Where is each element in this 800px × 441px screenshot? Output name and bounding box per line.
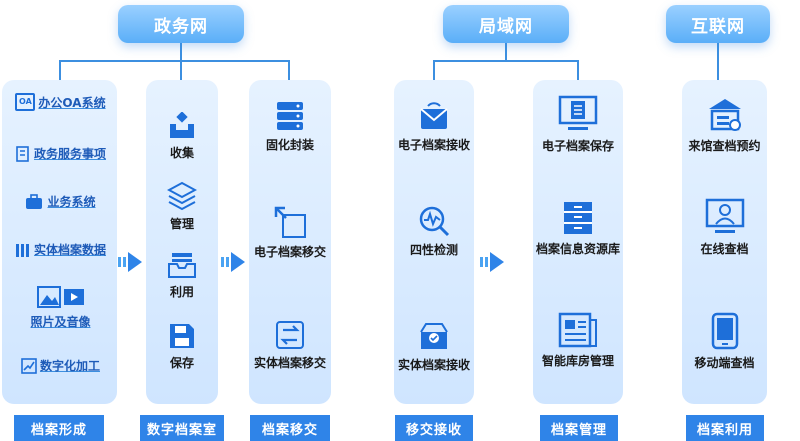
digital-room-label-manage: 管理 (169, 217, 194, 231)
arrow-digital-to-transfer (221, 252, 245, 272)
save-icon (170, 324, 194, 348)
digital-room-label-save: 保存 (169, 356, 194, 370)
transfer-item-electronic: 电子档案移交 (249, 205, 331, 260)
management-item-save: 电子档案保存 (533, 95, 623, 154)
formation-item-physical: 实体档案数据 (8, 241, 113, 258)
receive-label-electronic: 电子档案接收 (397, 138, 470, 152)
digital-room-item-manage: 管理 (146, 181, 218, 232)
digital-room-label-use: 利用 (169, 285, 194, 299)
formation-item-photo: 照片及音像 (8, 285, 113, 330)
zone-header-gov: 政务网 (118, 5, 244, 43)
digital-room-item-save: 保存 (146, 322, 218, 371)
zone-header-local: 局域网 (443, 5, 569, 43)
card-management (533, 80, 623, 404)
connector-gov-mid (180, 60, 182, 82)
formation-label-physical: 实体档案数据 (33, 243, 106, 257)
oa-icon: OA (15, 93, 36, 111)
label-digital-room: 数字档案室 (140, 415, 224, 441)
usage-item-online: 在线查档 (682, 198, 767, 257)
newspaper-icon (558, 312, 597, 348)
formation-label-digitize: 数字化加工 (39, 359, 100, 373)
server-icon (277, 102, 303, 130)
digital-room-item-collect: 收集 (146, 111, 218, 161)
usage-label-online: 在线查档 (700, 242, 749, 256)
card-transfer (249, 80, 331, 404)
connector-gov-stem (180, 43, 182, 61)
label-formation: 档案形成 (14, 415, 104, 441)
formation-item-service: 政务服务事项 (8, 145, 113, 162)
management-item-warehouse: 智能库房管理 (533, 312, 623, 369)
collect-icon (170, 111, 194, 138)
formation-label-service: 政务服务事项 (33, 147, 106, 161)
briefcase-icon (26, 193, 43, 209)
transfer-item-seal: 固化封装 (249, 100, 331, 153)
formation-label-photo: 照片及音像 (30, 315, 91, 329)
management-label-save: 电子档案保存 (541, 139, 614, 153)
formation-label-oa: 办公OA系统 (38, 95, 106, 110)
receive-label-check: 四性检测 (409, 243, 458, 257)
card-receive (394, 80, 474, 404)
transfer-label-seal: 固化封装 (265, 138, 314, 152)
receive-item-check: 四性检测 (394, 205, 474, 258)
management-item-resource: 档案信息资源库 (533, 200, 623, 257)
transfer-label-physical: 实体档案移交 (253, 356, 326, 370)
box-check-icon (420, 323, 448, 349)
online-user-icon (705, 198, 744, 233)
usage-label-appointment: 来馆查档预约 (688, 139, 761, 153)
management-label-resource: 档案信息资源库 (535, 242, 620, 256)
arrow-formation-to-digital (118, 252, 142, 272)
photo-video-icon (36, 286, 84, 308)
transfer-icon (274, 206, 306, 238)
inbox-icon (168, 253, 196, 278)
formation-label-business: 业务系统 (47, 195, 96, 209)
digital-room-label-collect: 收集 (169, 146, 194, 160)
cabinet-icon (564, 202, 592, 234)
formation-item-oa: OA 办公OA系统 (8, 93, 113, 111)
chart-icon (21, 357, 37, 374)
connector-local-stem (505, 43, 507, 61)
card-formation (2, 80, 117, 404)
receive-item-physical: 实体档案接收 (394, 320, 474, 373)
arrow-receive-to-management (480, 252, 504, 272)
formation-item-digitize: 数字化加工 (8, 357, 113, 374)
card-usage (682, 80, 767, 404)
search-pulse-icon (419, 206, 450, 237)
transfer-item-physical: 实体档案移交 (249, 320, 331, 371)
receive-item-electronic: 电子档案接收 (394, 100, 474, 153)
mail-receive-icon (420, 102, 448, 129)
folders-icon (15, 243, 29, 257)
zone-header-internet: 互联网 (666, 5, 770, 43)
formation-item-business: 业务系统 (8, 193, 113, 210)
label-receive: 移交接收 (395, 415, 473, 441)
usage-item-mobile: 移动端查档 (682, 312, 767, 371)
label-usage: 档案利用 (686, 415, 764, 441)
layers-icon (166, 181, 198, 211)
archive-building-icon (708, 99, 741, 131)
management-label-warehouse: 智能库房管理 (541, 354, 614, 368)
connector-local (433, 60, 579, 82)
transfer-label-electronic: 电子档案移交 (253, 245, 326, 259)
connector-gov (59, 60, 290, 82)
usage-item-appointment: 来馆查档预约 (682, 97, 767, 154)
usage-label-mobile: 移动端查档 (694, 356, 755, 370)
connector-internet-stem (717, 43, 719, 80)
label-transfer: 档案移交 (250, 415, 330, 441)
mobile-icon (711, 312, 738, 350)
label-management: 档案管理 (540, 415, 618, 441)
exchange-icon (276, 321, 304, 349)
receive-label-physical: 实体档案接收 (397, 358, 470, 372)
digital-room-item-use: 利用 (146, 251, 218, 300)
service-icon (16, 145, 29, 162)
monitor-doc-icon (558, 95, 598, 130)
